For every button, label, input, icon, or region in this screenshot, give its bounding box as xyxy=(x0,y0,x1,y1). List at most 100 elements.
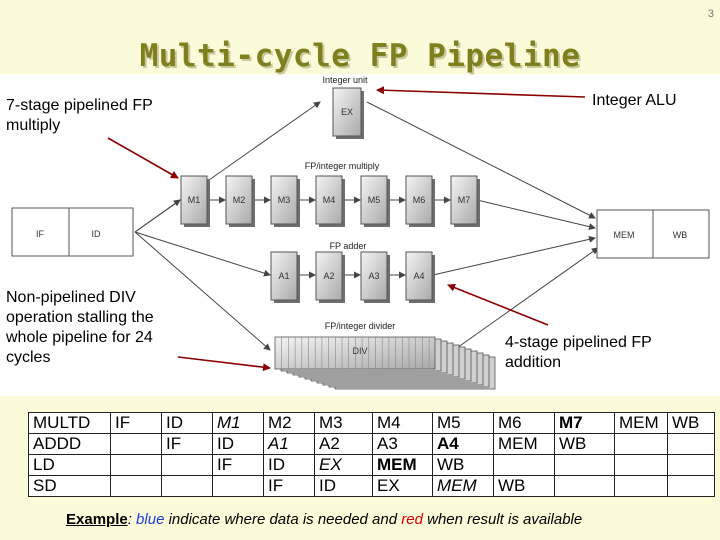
stage-cell: EX xyxy=(372,475,433,497)
empty-cell xyxy=(667,433,715,455)
slide-title: Multi-cycle FP Pipeline xyxy=(139,38,581,74)
multiply-stage-m4-label: M4 xyxy=(323,195,336,205)
multiply-stage-m1 xyxy=(180,175,208,225)
adder-stage-a4-label: A4 xyxy=(413,271,424,281)
div-arrow xyxy=(177,356,271,372)
stage-cell: WB xyxy=(554,433,615,455)
connector-id-a1 xyxy=(134,231,271,277)
stage-cell: M6 xyxy=(493,412,555,434)
multiply-stage-m4 xyxy=(315,175,343,225)
stage-cell: M4 xyxy=(372,412,433,434)
caption-example: Example xyxy=(66,511,128,528)
adder-stage-a4 xyxy=(405,251,433,301)
stage-cell: MEM xyxy=(372,454,433,476)
stage-cell: ID xyxy=(161,412,213,434)
if-stage-label: IF xyxy=(36,229,45,239)
caption-colon: : xyxy=(127,511,132,528)
multiply-stage-m3-label: M3 xyxy=(278,195,291,205)
divider-label: FP/integer divider xyxy=(325,321,396,331)
id-stage-label: ID xyxy=(92,229,102,239)
stage-cell: ID xyxy=(212,433,264,455)
wb-stage-label: WB xyxy=(673,230,688,240)
stage-cell: M2 xyxy=(263,412,315,434)
stage-cell: WB xyxy=(493,475,555,497)
mem-stage-label: MEM xyxy=(614,230,635,240)
integer-unit-label: Integer unit xyxy=(322,75,368,85)
empty-cell xyxy=(110,454,162,476)
div-stage-label: DIV xyxy=(352,346,367,356)
empty-cell xyxy=(493,454,555,476)
example-caption: Example: blue indicate where data is nee… xyxy=(66,511,582,528)
stage-cell: A4 xyxy=(432,433,494,455)
instruction-cell: MULTD xyxy=(28,412,111,434)
stage-cell: EX xyxy=(314,454,373,476)
stage-cell: MEM xyxy=(493,433,555,455)
div-annotation: Non-pipelined DIV operation stalling the… xyxy=(6,289,154,366)
title-band xyxy=(0,0,720,74)
mem-stage-box xyxy=(596,209,654,259)
ex-stage-label: EX xyxy=(341,107,353,117)
integer-alu-arrow xyxy=(376,86,586,98)
instruction-cell: SD xyxy=(28,475,111,497)
stage-cell: WB xyxy=(667,412,715,434)
connector-m7-mem xyxy=(476,199,596,231)
adder-stage-a1 xyxy=(270,251,298,301)
stage-cell: M7 xyxy=(554,412,615,434)
adder-stage-a3-label: A3 xyxy=(368,271,379,281)
slide-number: 3 xyxy=(707,8,714,20)
ex-stage xyxy=(332,87,362,137)
stage-cell: IF xyxy=(110,412,162,434)
integer-alu-annotation: Integer ALU xyxy=(592,92,677,109)
stage-cell: IF xyxy=(212,454,264,476)
fp-add-annotation: 4-stage pipelined FP addition xyxy=(505,334,652,371)
empty-cell xyxy=(212,475,264,497)
stage-cell: A1 xyxy=(263,433,315,455)
connector-id-div xyxy=(134,231,271,351)
connector-id-ex xyxy=(134,101,321,233)
stage-cell: ID xyxy=(263,454,315,476)
empty-cell xyxy=(161,475,213,497)
multiply-stage-m2 xyxy=(225,175,253,225)
multiply-label: FP/integer multiply xyxy=(305,161,380,171)
empty-cell xyxy=(614,433,668,455)
stage-cell: A2 xyxy=(314,433,373,455)
empty-cell xyxy=(110,433,162,455)
stage-cell: MEM xyxy=(432,475,494,497)
caption-blue-word: blue xyxy=(136,511,165,528)
stage-cell: M3 xyxy=(314,412,373,434)
empty-cell xyxy=(614,454,668,476)
stage-cell: MEM xyxy=(614,412,668,434)
multiply-stage-m6-label: M6 xyxy=(413,195,426,205)
empty-cell xyxy=(161,454,213,476)
stage-cell: IF xyxy=(263,475,315,497)
adder-label: FP adder xyxy=(330,241,367,251)
empty-cell xyxy=(554,454,615,476)
stage-cell: A3 xyxy=(372,433,433,455)
stage-cell: WB xyxy=(432,454,494,476)
multiply-stage-m1-label: M1 xyxy=(188,195,201,205)
stage-cell: M1 xyxy=(212,412,264,434)
empty-cell xyxy=(554,475,615,497)
empty-cell xyxy=(667,475,715,497)
caption-mid: indicate where data is needed and xyxy=(168,511,398,528)
fp-multiply-annotation: 7-stage pipelined FP multiply xyxy=(6,97,153,134)
connector-a4-mem xyxy=(432,235,596,276)
empty-cell xyxy=(667,454,715,476)
multiply-stage-m3 xyxy=(270,175,298,225)
stage-cell: ID xyxy=(314,475,373,497)
multiply-stage-m5 xyxy=(360,175,388,225)
stage-cell: IF xyxy=(161,433,213,455)
empty-cell xyxy=(110,475,162,497)
multiply-stage-m7-label: M7 xyxy=(458,195,471,205)
multiply-stage-m2-label: M2 xyxy=(233,195,246,205)
instruction-cell: ADDD xyxy=(28,433,111,455)
stage-cell: M5 xyxy=(432,412,494,434)
instruction-cell: LD xyxy=(28,454,111,476)
connector-ex-mem xyxy=(366,101,596,219)
multiply-stage-m5-label: M5 xyxy=(368,195,381,205)
